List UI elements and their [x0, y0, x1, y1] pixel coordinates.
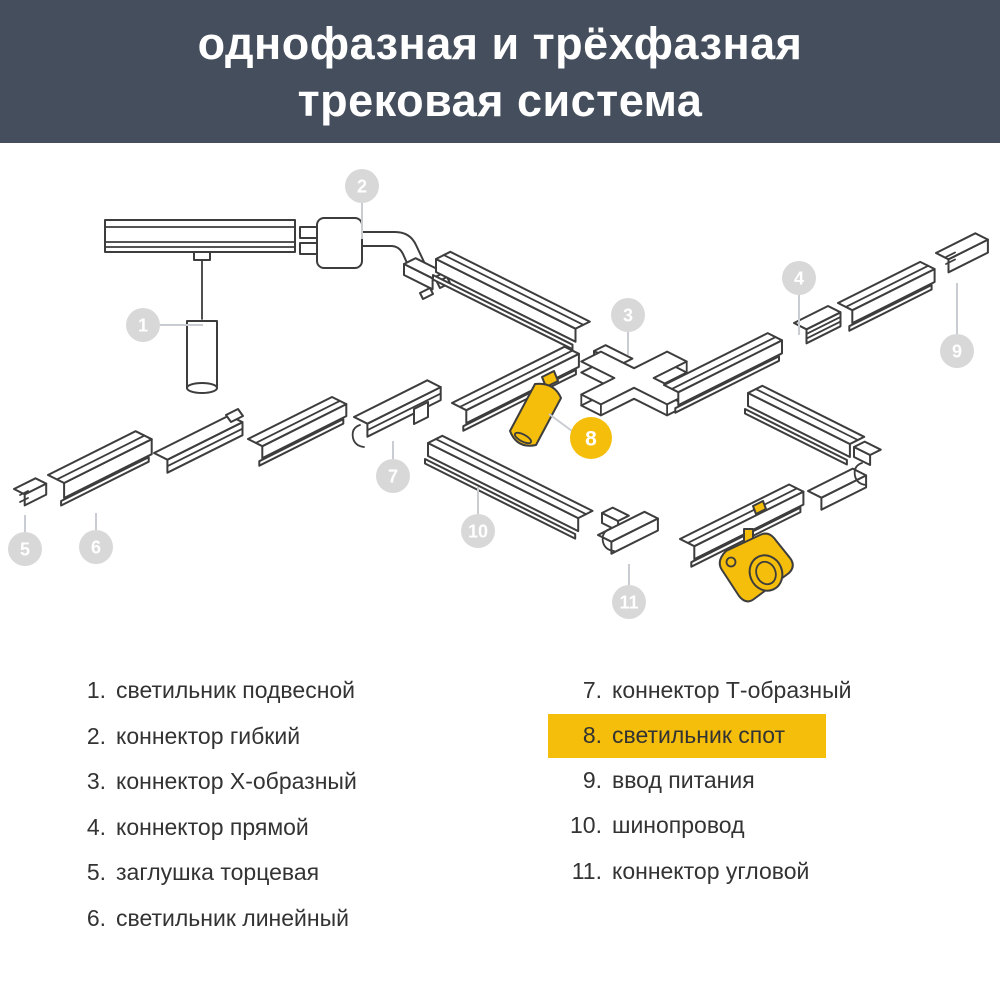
right-track-chain	[663, 232, 989, 414]
legend-number: 5.	[86, 859, 106, 886]
badge-5: 5	[8, 532, 42, 566]
legend-item-3: 3. коннектор Х-образный	[62, 759, 482, 805]
legend-label: коннектор Т-образный	[612, 677, 852, 704]
badge-9: 9	[940, 334, 974, 368]
badge-10: 10	[461, 514, 495, 548]
leader-lines	[24, 203, 958, 585]
track-10	[424, 434, 594, 540]
legend-number: 6.	[86, 904, 106, 931]
legend-item-5: 5. заглушка торцевая	[62, 850, 482, 896]
upper-left-track	[432, 250, 591, 351]
svg-text:11: 11	[619, 593, 638, 613]
badge-2: 2	[345, 169, 379, 203]
svg-text:7: 7	[388, 467, 398, 487]
corner-connector-right	[807, 440, 882, 511]
legend-label: коннектор прямой	[116, 813, 309, 840]
legend-number: 8.	[582, 722, 602, 748]
legend-label: светильник подвесной	[116, 677, 356, 704]
legend-item-2: 2. коннектор гибкий	[62, 714, 482, 760]
legend-column-left: 1. светильник подвесной 2. коннектор гибки…	[62, 668, 482, 941]
legend-number: 2.	[86, 722, 106, 749]
legend-number: 3.	[86, 768, 106, 795]
legend-item-8-highlighted: 8. светильник спот	[548, 713, 826, 758]
legend-label: светильник спот	[612, 722, 786, 748]
legend-label: шинопровод	[612, 812, 745, 839]
badge-8-highlighted: 8	[570, 417, 612, 459]
svg-text:1: 1	[138, 316, 148, 336]
spot-light-bottom	[718, 500, 794, 603]
badge-3: 3	[611, 298, 645, 332]
svg-text:2: 2	[357, 177, 367, 197]
legend-number: 9.	[582, 766, 602, 793]
legend-item-11: 11. коннектор угловой	[548, 849, 968, 895]
legend-column-right: 7. коннектор Т-образный 8. светильник спот…	[548, 668, 968, 894]
right-diamond-track	[744, 384, 866, 466]
badges: 1 2 3 4 5 6 7 8 9 10 11	[8, 169, 974, 619]
legend-item-1: 1. светильник подвесной	[62, 668, 482, 714]
badge-6: 6	[79, 530, 113, 564]
legend-label: ввод питания	[612, 766, 755, 793]
legend-label: коннектор гибкий	[116, 722, 301, 749]
left-track-chain	[13, 379, 442, 507]
svg-text:6: 6	[91, 538, 101, 558]
legend-label: коннектор угловой	[612, 857, 810, 884]
spot-light-8	[509, 370, 562, 447]
svg-text:9: 9	[952, 342, 962, 362]
legend-number: 4.	[86, 813, 106, 840]
svg-text:8: 8	[585, 428, 597, 451]
legend-number: 7.	[582, 677, 602, 704]
legend-item-9: 9. ввод питания	[548, 758, 968, 804]
svg-text:3: 3	[623, 306, 633, 326]
page-title-line1: однофазная и трёхфазная	[197, 17, 803, 69]
flexible-connector	[299, 217, 451, 300]
legend-item-6: 6. светильник линейный	[62, 896, 482, 942]
legend-label: заглушка торцевая	[116, 859, 320, 886]
track-system-diagram: 1 2 3 4 5 6 7 8 9 10 11	[8, 169, 989, 619]
badge-1: 1	[126, 308, 160, 342]
svg-text:10: 10	[468, 522, 488, 542]
svg-text:5: 5	[20, 540, 30, 560]
page-header: однофазная и трёхфазная трековая система	[0, 0, 1000, 143]
legend-item-4: 4. коннектор прямой	[62, 805, 482, 851]
legend-number: 10.	[570, 812, 602, 839]
x-connector	[580, 344, 688, 417]
page-title-line2: трековая система	[297, 74, 703, 126]
badge-4: 4	[782, 261, 816, 295]
center-track	[451, 345, 580, 432]
legend-number: 11.	[571, 857, 602, 884]
pendant-light-assembly	[104, 219, 296, 394]
svg-text:4: 4	[794, 269, 804, 289]
legend-label: светильник линейный	[116, 904, 349, 931]
legend-item-10: 10. шинопровод	[548, 803, 968, 849]
badge-7: 7	[376, 459, 410, 493]
corner-connector-11	[597, 506, 659, 555]
legend-item-7: 7. коннектор Т-образный	[548, 668, 968, 714]
legend-number: 1.	[86, 677, 106, 704]
legend-label: коннектор Х-образный	[116, 768, 357, 795]
badge-11: 11	[612, 585, 646, 619]
bottom-track	[679, 483, 805, 568]
